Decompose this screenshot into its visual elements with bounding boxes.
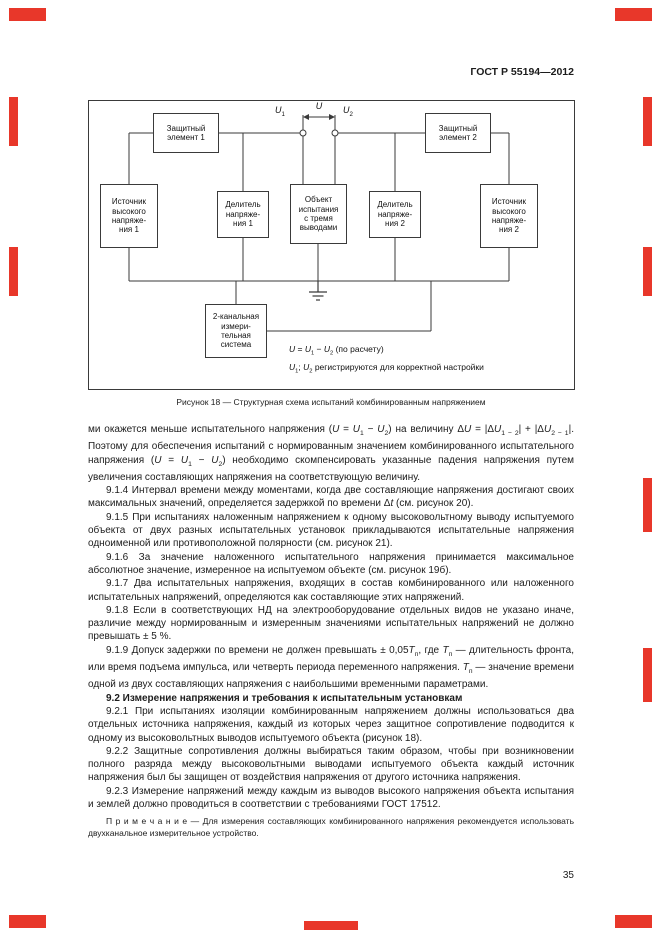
box-protective-element-1: Защитный элемент 1 (153, 113, 219, 153)
red-edge-mark (643, 478, 652, 532)
box-voltage-divider-1: Делитель напряже- ния 1 (217, 191, 269, 238)
red-edge-mark (615, 8, 652, 21)
wires (128, 115, 510, 332)
paragraph-9-2-1: 9.2.1 При испытаниях изоляции комбиниров… (88, 705, 574, 744)
terminal-circles (299, 129, 339, 137)
paragraph-9-1-9: 9.1.9 Допуск задержки по времени не долж… (88, 644, 574, 691)
red-edge-mark (643, 97, 652, 146)
paragraph-9-1-7: 9.1.7 Два испытательных напряжения, вход… (88, 578, 574, 603)
paragraph-9-1-6: 9.1.6 За значение наложенного испытатель… (88, 551, 574, 576)
page-number: 35 (562, 870, 574, 881)
note-paragraph: П р и м е ч а н и е — Для измерения сост… (88, 816, 574, 838)
diagram-wiring (128, 114, 510, 332)
box-protective-element-2: Защитный элемент 2 (425, 113, 491, 153)
u-dimension-arrows (303, 114, 335, 120)
red-edge-mark (643, 648, 652, 702)
box-hv-source-1: Источник высокого напряже- ния 1 (100, 184, 158, 248)
paragraph-9-1-8: 9.1.8 Если в соответствующих НД на элект… (88, 604, 574, 643)
box-voltage-divider-2: Делитель напряже- ния 2 (369, 191, 421, 238)
red-edge-mark (643, 247, 652, 296)
red-edge-mark (9, 915, 46, 928)
red-edge-mark (615, 915, 652, 928)
paragraph-9-1-4: 9.1.4 Интервал времени между моментами, … (88, 485, 574, 510)
red-edge-mark (9, 247, 18, 296)
paragraph-9-2-2: 9.2.2 Защитные сопротивления должны выби… (88, 745, 574, 784)
ground-symbol (309, 281, 327, 301)
red-edge-mark (9, 97, 18, 146)
paragraph-9-2-3: 9.2.3 Измерение напряжений между каждым … (88, 785, 574, 811)
body-text: ми окажется меньше испытательного напряж… (88, 423, 574, 839)
label-u2: U2 (343, 105, 353, 118)
heading-9-2: 9.2 Измерение напряжения и требования к … (106, 692, 463, 704)
paragraph-9-1-5: 9.1.5 При испытаниях наложенным напряжен… (88, 511, 574, 550)
label-u: U (315, 101, 323, 111)
figure-caption: Рисунок 18 — Структурная схема испытаний… (176, 397, 486, 407)
label-u1: U1 (275, 105, 285, 118)
formula-calc: U = U1 − U2 (по расчету) (289, 344, 384, 357)
figure-18: Защитный элемент 1 Защитный элемент 2 Ис… (88, 100, 575, 390)
red-edge-mark (9, 8, 46, 21)
document-header: ГОСТ Р 55194—2012 (470, 66, 574, 78)
paragraph-continuation: ми окажется меньше испытательного напряж… (88, 424, 575, 483)
box-test-object: Объект испытания с тремя выводами (290, 184, 347, 244)
red-edge-mark (304, 921, 358, 930)
formula-registration: U1; U2 регистрируются для корректной нас… (289, 362, 484, 375)
box-hv-source-2: Источник высокого напряже- ния 2 (480, 184, 538, 248)
box-measuring-system: 2-канальная измери- тельная система (205, 304, 267, 358)
